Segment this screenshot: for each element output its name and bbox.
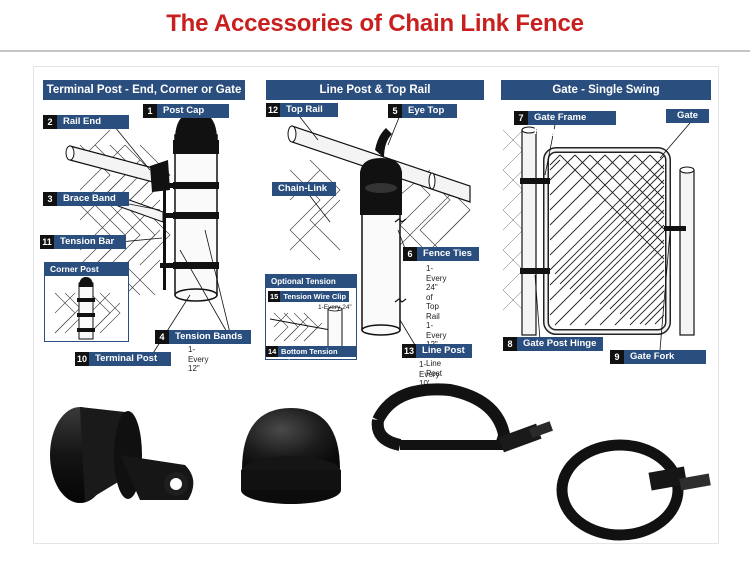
callout-gate-frame-hinge: 7 Gate Frame Hinge (514, 111, 616, 137)
callout-line-post: 13 Line Post (402, 344, 473, 358)
callout-number: 6 (403, 247, 417, 261)
callout-number: 10 (75, 352, 90, 366)
callout-tension-wire-clip: 15 Tension Wire Clip (268, 291, 350, 302)
callout-tension-bar: 11 Tension Bar (40, 235, 126, 249)
callout-number: 9 (610, 350, 624, 364)
post-cap-product (241, 408, 341, 504)
callout-label: Post Cap (157, 104, 229, 118)
callout-label: Top Rail (280, 103, 339, 117)
callout-brace-band: 3 Brace Band (43, 192, 129, 206)
line-post-note: 1-Every 10' (419, 360, 440, 388)
callout-label: Tension Wire Clip (280, 291, 350, 302)
callout-label: Eye Top (402, 104, 457, 118)
callout-label: Gate Post Hinge (517, 337, 603, 351)
optional-tension-wire-drawing (269, 306, 343, 354)
callout-label: Brace Band (57, 192, 129, 206)
callout-label: Fence Ties (417, 247, 479, 261)
gate-header: Gate - Single Swing (501, 80, 711, 100)
callout-top-rail: 12 Top Rail (266, 103, 339, 117)
callout-number: 1 (143, 104, 157, 118)
callout-gate: Gate (666, 109, 709, 123)
fence-ties-note-line-4: Line Post (426, 359, 443, 378)
callout-tension-bands: 4 Tension Bands (155, 330, 251, 344)
page-title: The Accessories of Chain Link Fence (166, 10, 584, 37)
callout-number: 14 (266, 346, 279, 357)
tension-wire-clip-note: 1-Every 24" (318, 304, 352, 311)
rail-end-product (50, 407, 194, 503)
callout-label: Rail End (57, 115, 129, 129)
callout-label: Bottom Tension Wire (278, 346, 356, 367)
line-post-header: Line Post & Top Rail (266, 80, 484, 100)
callout-number: 4 (155, 330, 169, 344)
callout-label: Chain-Link (272, 182, 336, 196)
terminal-post-header: Terminal Post - End, Corner or Gate (43, 80, 245, 100)
callout-label: Line Post (416, 344, 473, 358)
callout-number: 2 (43, 115, 57, 129)
callout-post-cap: 1 Post Cap (143, 104, 229, 118)
callout-number: 7 (514, 111, 528, 125)
callout-number: 5 (388, 104, 402, 118)
callout-label: Terminal Post (89, 352, 172, 366)
callout-eye-top: 5 Eye Top (388, 104, 457, 118)
callout-label: Gate Frame Hinge (528, 111, 616, 137)
callout-label: Tension Bands (169, 330, 251, 344)
callout-gate-fork-latch: 9 Gate Fork Latch (610, 350, 706, 376)
callout-rail-end: 2 Rail End (43, 115, 129, 129)
callout-number: 8 (503, 337, 517, 351)
callout-label: Gate (666, 109, 709, 123)
callout-chain-link: Chain-Link (272, 182, 336, 196)
corner-post-inset: Corner Post (44, 262, 129, 342)
tension-bands-note: 1-Every 12" (188, 345, 209, 373)
callout-label: Gate Fork Latch (624, 350, 706, 376)
brace-band-product (556, 439, 711, 541)
callout-gate-post-hinge: 8 Gate Post Hinge (503, 337, 603, 351)
fence-ties-note-line-2: Top Rail (426, 302, 440, 321)
fence-ties-note-line-1: 1-Every 24" of (426, 264, 447, 302)
callout-label: Tension Bar (54, 235, 126, 249)
callout-number: 13 (402, 344, 417, 358)
optional-tension-wire-inset: Optional Tension Wire 15 Tension Wire Cl… (265, 274, 357, 367)
corner-post-inset-drawing (54, 277, 121, 340)
callout-bottom-tension-wire: 14 Bottom Tension Wire (266, 346, 356, 367)
callout-number: 11 (40, 235, 54, 249)
callout-number: 3 (43, 192, 57, 206)
tension-band-large-product (371, 383, 553, 453)
callout-terminal-post: 10 Terminal Post (75, 352, 172, 366)
callout-fence-ties: 6 Fence Ties (403, 247, 479, 261)
corner-post-inset-title: Corner Post (45, 263, 128, 276)
callout-number: 15 (268, 291, 281, 302)
callout-number: 12 (266, 103, 281, 117)
title-divider (0, 50, 750, 52)
